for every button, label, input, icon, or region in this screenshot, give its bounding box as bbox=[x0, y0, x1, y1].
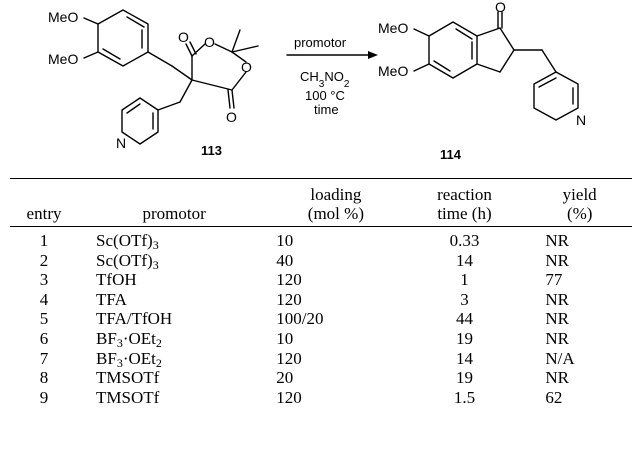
cell-promotor: TFA/TfOH bbox=[96, 309, 173, 329]
cell-yield: NR bbox=[545, 368, 569, 388]
reactant-label-carbonyl-o-top: O bbox=[178, 29, 189, 45]
cell-promotor: TMSOTf bbox=[96, 387, 160, 407]
cell-reaction-time: 19 bbox=[455, 368, 473, 388]
reactant-compound-number: 113 bbox=[201, 143, 222, 158]
cell-promotor: TMSOTf bbox=[96, 368, 160, 388]
cell-promotor: Sc(OTf)3 bbox=[96, 231, 159, 252]
cell-loading: 10 bbox=[276, 231, 294, 250]
cell-promotor: BF3·OEt2 bbox=[96, 328, 162, 350]
product-structure bbox=[413, 11, 579, 121]
cell-yield: NR bbox=[545, 328, 569, 348]
cell-reaction-time: 3 bbox=[460, 289, 469, 309]
table-row: 1 Sc(OTf)3 10 0.33 NR bbox=[10, 227, 632, 251]
table-row: 8 TMSOTf 20 19 NR bbox=[10, 368, 632, 388]
cell-entry: 2 bbox=[39, 250, 49, 270]
condition-temperature: 100 °C bbox=[305, 88, 345, 103]
header-entry: entry bbox=[26, 204, 62, 223]
product-label-meo-bottom: MeO bbox=[378, 63, 408, 79]
cell-promotor: TFA bbox=[96, 289, 127, 309]
cell-promotor: Sc(OTf)3 bbox=[96, 250, 159, 272]
table-row: 5 TFA/TfOH 100/20 44 NR bbox=[10, 309, 632, 329]
cell-reaction-time: 14 bbox=[455, 348, 473, 368]
cell-yield: N/A bbox=[545, 348, 575, 368]
cell-loading: 40 bbox=[276, 250, 294, 270]
cell-loading: 120 bbox=[276, 270, 302, 290]
condition-time: time bbox=[314, 102, 339, 117]
cell-entry: 9 bbox=[39, 387, 49, 407]
cell-reaction-time: 0.33 bbox=[449, 231, 480, 250]
cell-loading: 120 bbox=[276, 289, 302, 309]
cell-loading: 20 bbox=[276, 368, 294, 388]
cell-entry: 3 bbox=[39, 270, 49, 290]
table-row: 7 BF3·OEt2 120 14 N/A bbox=[10, 349, 632, 369]
cell-entry: 5 bbox=[39, 309, 49, 329]
header-yield: yield(%) bbox=[562, 185, 597, 223]
reactant-label-meo-top: MeO bbox=[48, 9, 78, 25]
reactant-label-carbonyl-o-bottom: O bbox=[226, 109, 237, 125]
condition-promotor: promotor bbox=[294, 35, 347, 50]
condition-solvent: CH3NO2 bbox=[300, 69, 350, 90]
reactant-label-pyridine-n: N bbox=[116, 135, 126, 151]
cell-promotor: BF3·OEt2 bbox=[96, 348, 162, 370]
table-row: 2 Sc(OTf)3 40 14 NR bbox=[10, 251, 632, 271]
reaction-scheme: MeO MeO O O O O N 113 promotor CH3NO2 10… bbox=[48, 0, 586, 162]
cell-reaction-time: 19 bbox=[455, 328, 473, 348]
cell-loading: 100/20 bbox=[276, 309, 324, 329]
cell-yield: NR bbox=[545, 289, 569, 309]
header-loading: loading(mol %) bbox=[307, 185, 364, 223]
header-promotor: promotor bbox=[142, 204, 206, 223]
table-row: 4 TFA 120 3 NR bbox=[10, 290, 632, 310]
product-label-meo-top: MeO bbox=[378, 20, 408, 36]
cell-reaction-time: 44 bbox=[455, 309, 473, 329]
product-label-pyridine-n: N bbox=[576, 112, 586, 128]
cell-loading: 120 bbox=[276, 348, 302, 368]
reactant-structure bbox=[83, 9, 259, 145]
cell-reaction-time: 1 bbox=[460, 270, 469, 290]
product-compound-number: 114 bbox=[440, 147, 462, 162]
table-row: 9 TMSOTf 120 1.5 62 bbox=[10, 388, 632, 408]
cell-yield: 62 bbox=[545, 387, 563, 407]
cell-loading: 10 bbox=[276, 328, 294, 348]
cell-entry: 1 bbox=[39, 231, 49, 250]
cell-entry: 7 bbox=[39, 348, 49, 368]
cell-entry: 8 bbox=[39, 368, 49, 388]
cell-yield: NR bbox=[545, 231, 569, 250]
table-row: 3 TfOH 120 1 77 bbox=[10, 270, 632, 290]
cell-loading: 120 bbox=[276, 387, 302, 407]
cell-entry: 6 bbox=[39, 328, 49, 348]
cell-promotor: TfOH bbox=[96, 270, 137, 290]
cell-yield: NR bbox=[545, 309, 569, 329]
cell-entry: 4 bbox=[39, 289, 49, 309]
reaction-arrowhead bbox=[368, 51, 378, 59]
table-row: 6 BF3·OEt2 10 19 NR bbox=[10, 329, 632, 349]
product-label-carbonyl-o: O bbox=[495, 0, 506, 15]
cell-yield: NR bbox=[545, 250, 569, 270]
reactant-label-ring-o-right: O bbox=[241, 59, 252, 75]
reactant-label-ring-o-top: O bbox=[204, 34, 215, 50]
cell-reaction-time: 1.5 bbox=[453, 387, 476, 407]
cell-yield: 77 bbox=[545, 270, 563, 290]
cell-reaction-time: 14 bbox=[455, 250, 473, 270]
reactant-label-meo-bottom: MeO bbox=[48, 51, 78, 67]
